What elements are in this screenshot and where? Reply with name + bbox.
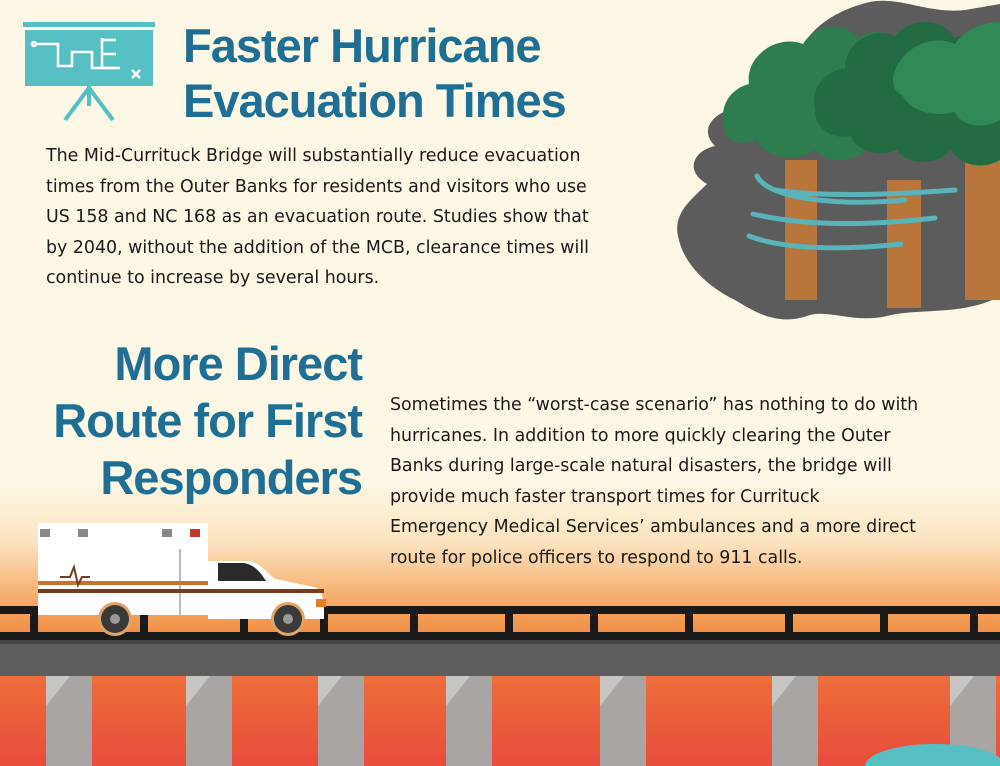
ambulance-illustration — [38, 523, 326, 636]
section-title-evacuation: Faster Hurricane Evacuation Times — [183, 19, 567, 127]
section-title-first-responders: More Direct Route for First Responders — [53, 337, 363, 504]
presentation-board-icon — [23, 22, 155, 122]
hurricane-trees-illustration — [677, 0, 1000, 320]
section-body-evacuation: The Mid-Currituck Bridge will substantia… — [46, 146, 590, 288]
section-body-first-responders: Sometimes the “worst-case scenario” has … — [390, 395, 919, 568]
bridge-illustration — [0, 606, 1000, 766]
